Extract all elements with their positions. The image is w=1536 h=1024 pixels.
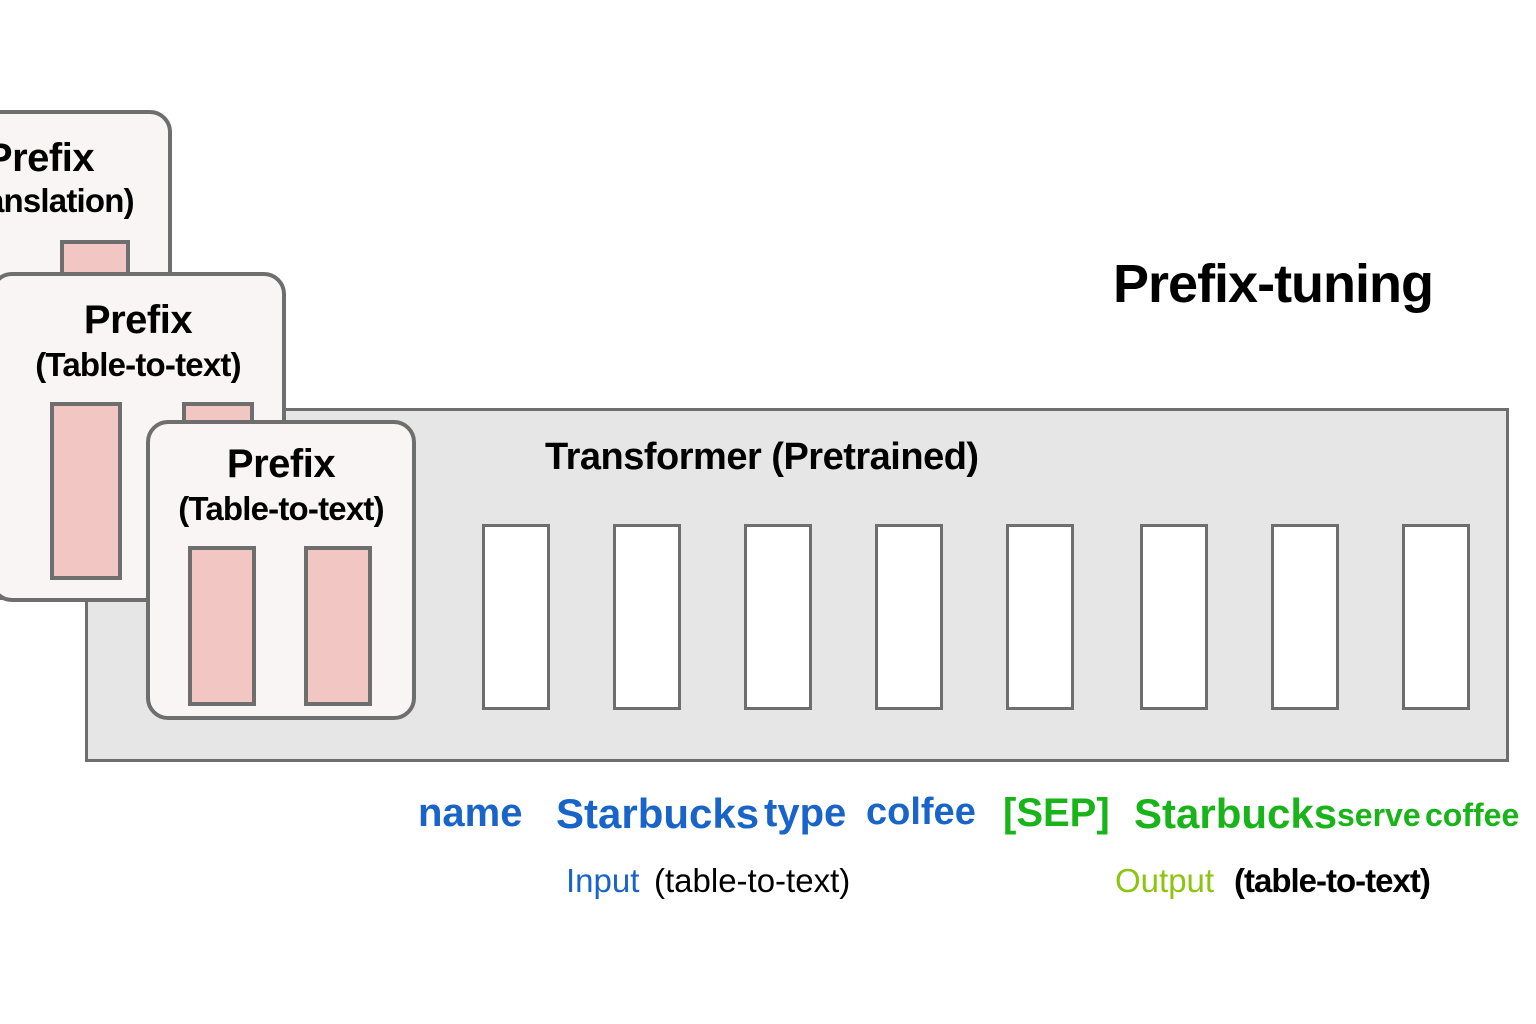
prefix-card-subtitle: (Table-to-text) [178, 490, 384, 527]
output-token: serve [1337, 797, 1421, 833]
prefix-activation-bar [50, 402, 122, 580]
input-token: colfee [866, 791, 976, 833]
transformer-token-box [744, 524, 812, 710]
output-token: coffee [1425, 797, 1520, 833]
prefix-card-subtitle: (Table-to-text) [35, 346, 241, 383]
transformer-token-box [1006, 524, 1074, 710]
transformer-token-box [875, 524, 943, 710]
transformer-token-box [482, 524, 550, 710]
prefix-card-table-to-text-front[interactable]: Prefix (Table-to-text) [146, 420, 416, 720]
transformer-label: Transformer (Pretrained) [545, 436, 979, 478]
page-title: Prefix-tuning [1113, 254, 1434, 314]
prefix-card-subtitle: (Translation) [0, 182, 135, 219]
input-token: name [418, 791, 523, 835]
input-caption-detail: (table-to-text) [654, 862, 851, 899]
input-token: Starbucks [556, 790, 760, 837]
caption-row: Input (table-to-text) Output (table-to-t… [0, 864, 1536, 908]
input-caption-label: Input [566, 862, 640, 899]
transformer-token-box [1402, 524, 1470, 710]
output-token: [SEP] [1003, 791, 1110, 835]
transformer-token-box [613, 524, 681, 710]
output-caption-label: Output [1115, 862, 1215, 899]
output-caption-detail: (table-to-text) [1234, 862, 1431, 899]
prefix-activation-bar [188, 546, 256, 706]
prefix-card-title: Prefix [83, 298, 193, 342]
prefix-activation-bar [304, 546, 372, 706]
output-token: Starbucks [1134, 790, 1338, 837]
prefix-card-title: Prefix [226, 442, 336, 486]
input-token: type [764, 791, 847, 835]
transformer-token-box [1140, 524, 1208, 710]
transformer-token-box [1271, 524, 1339, 710]
prefix-card-title: Prefix [0, 136, 95, 180]
token-sequence-row: name Starbucks type colfee [SEP] Starbuc… [0, 793, 1536, 839]
